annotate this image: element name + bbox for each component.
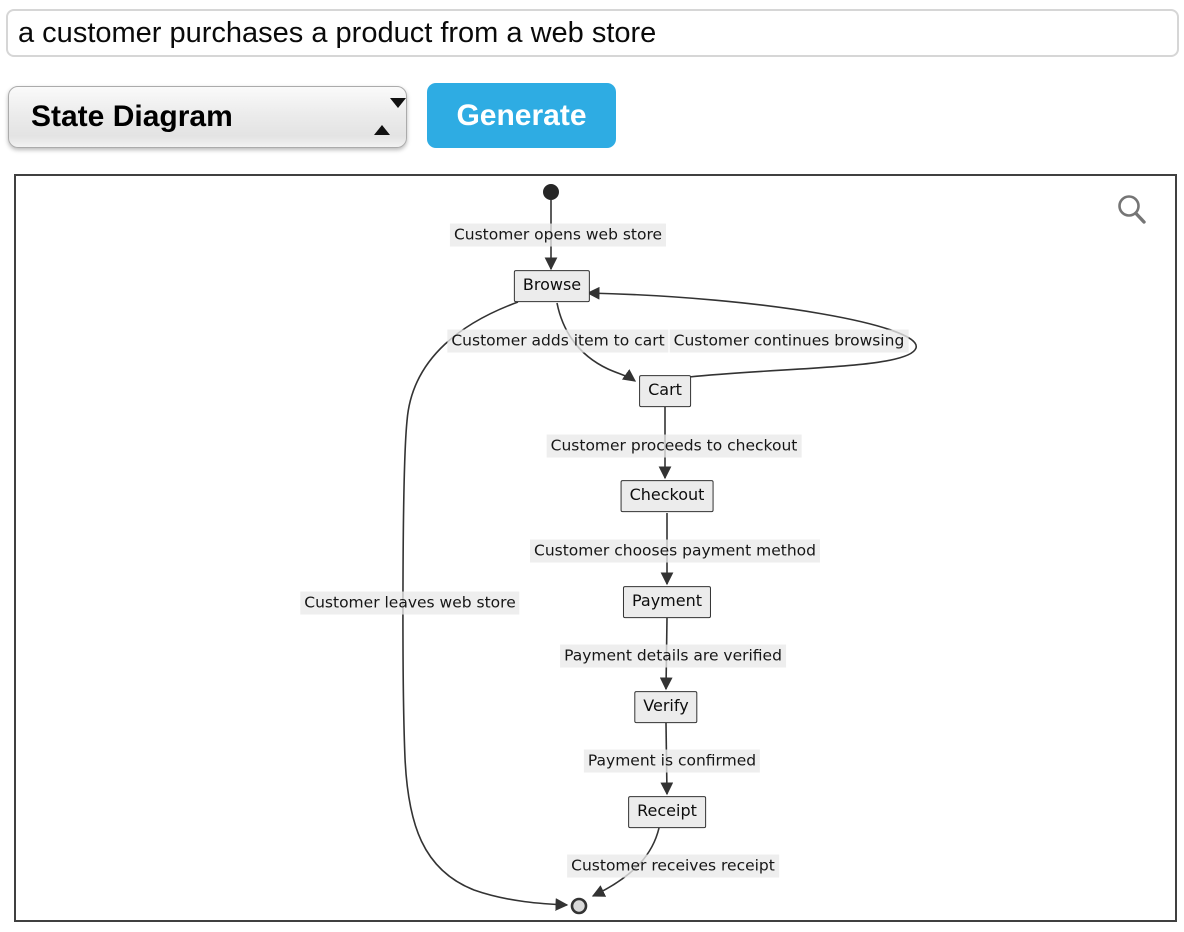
state-node-checkout: Checkout	[620, 480, 714, 512]
edge-label-chooses-payment: Customer chooses payment method	[530, 539, 820, 563]
state-node-payment: Payment	[622, 586, 712, 618]
diagram-type-value: State Diagram	[31, 100, 233, 133]
state-node-browse: Browse	[513, 270, 591, 302]
edge-label-proceeds-checkout: Customer proceeds to checkout	[546, 434, 802, 458]
initial-state-node	[543, 184, 559, 200]
prompt-input[interactable]	[6, 9, 1179, 57]
edge-cart-browse	[586, 286, 917, 378]
edge-label-leaves-web-store: Customer leaves web store	[300, 591, 520, 615]
edge-label-opens-web-store: Customer opens web store	[449, 223, 667, 247]
state-node-verify: Verify	[634, 691, 698, 723]
state-diagram-edges	[402, 184, 917, 915]
edge-browse-end	[402, 301, 569, 911]
diagram-panel: Browse Cart Checkout Payment Verify Rece…	[14, 174, 1177, 922]
state-node-receipt: Receipt	[628, 796, 706, 828]
edge-label-receives-receipt: Customer receives receipt	[567, 854, 779, 878]
generate-button[interactable]: Generate	[427, 83, 616, 148]
edge-label-details-verified: Payment details are verified	[560, 644, 786, 668]
edge-label-continues-browsing: Customer continues browsing	[669, 329, 909, 353]
edge-label-adds-item: Customer adds item to cart	[447, 329, 669, 353]
final-state-node	[570, 897, 588, 915]
edge-browse-cart	[556, 302, 637, 382]
state-node-cart: Cart	[639, 375, 691, 407]
up-down-arrows-icon	[374, 98, 406, 135]
magnifier-icon[interactable]	[1115, 193, 1149, 227]
diagram-type-select[interactable]: State Diagram	[8, 86, 407, 148]
edge-label-payment-confirmed: Payment is confirmed	[583, 749, 761, 773]
